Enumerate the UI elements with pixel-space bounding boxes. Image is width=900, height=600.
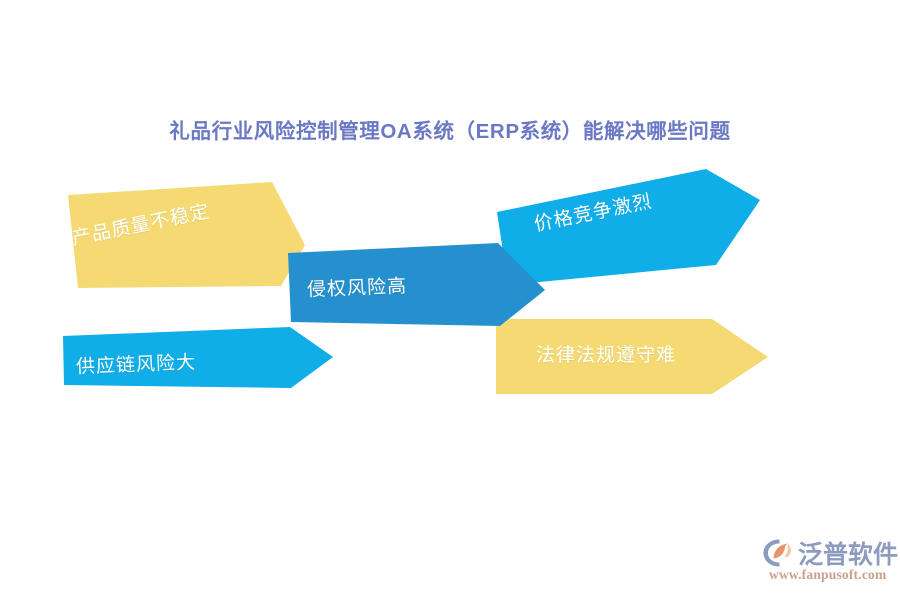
- banner-shape-quality[interactable]: [68, 182, 305, 288]
- page-title: 礼品行业风险控制管理OA系统（ERP系统）能解决哪些问题: [169, 120, 731, 143]
- banner-shape-infringement[interactable]: [288, 243, 545, 326]
- banner-label-supply-chain: 供应链风险大: [75, 352, 197, 378]
- brand-logo: 泛普软件 www.fanpusoft.com: [762, 534, 898, 586]
- banner-shape-price[interactable]: [497, 169, 760, 285]
- logo-url: www.fanpusoft.com: [769, 567, 887, 582]
- banner-shape-supply-chain[interactable]: [63, 327, 333, 388]
- banner-shape-legal[interactable]: [496, 319, 768, 394]
- banner-label-legal: 法律法规遵守难: [536, 345, 677, 366]
- banner-label-infringement: 侵权风险高: [306, 276, 408, 301]
- logo-brand-name: 泛普软件: [798, 540, 899, 569]
- logo-mark-icon: [763, 539, 791, 567]
